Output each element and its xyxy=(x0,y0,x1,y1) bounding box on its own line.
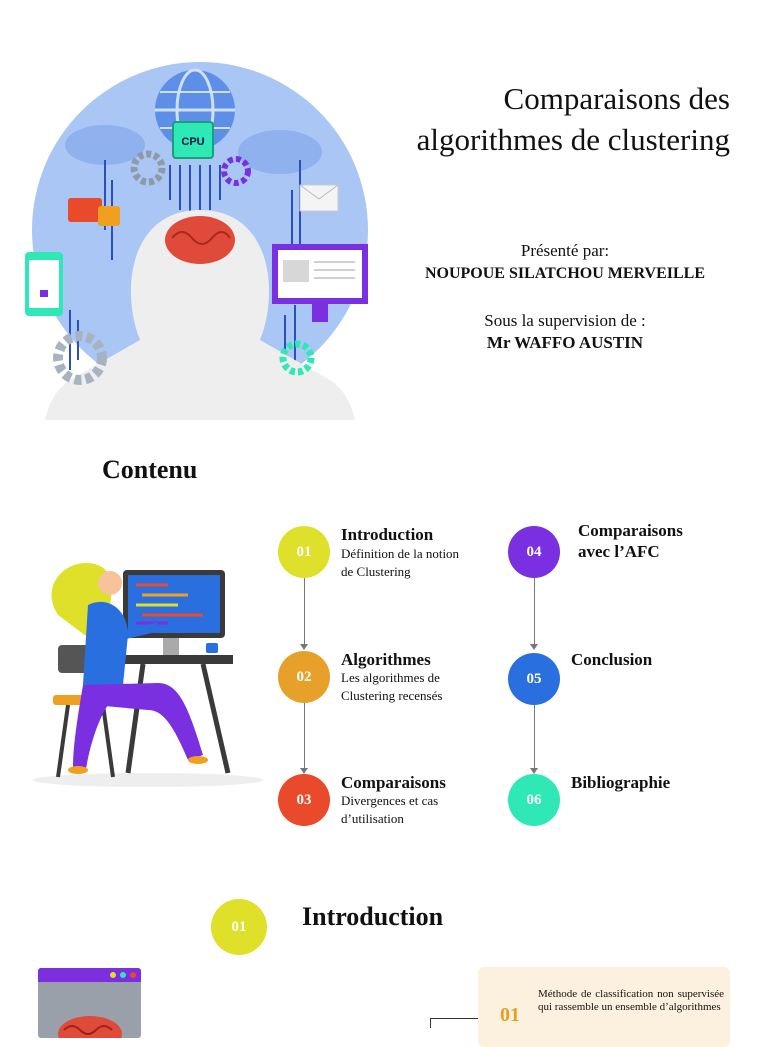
cpu-label: CPU xyxy=(181,136,204,148)
item-03-title: Comparaisons xyxy=(341,773,446,792)
note-text: Méthode de classification non supervisée… xyxy=(538,988,724,1013)
item-05-title: Conclusion xyxy=(571,650,653,669)
browser-window-illustration xyxy=(38,968,141,1038)
intro-title: Introduction xyxy=(302,902,444,931)
presenter-block: Présenté par: NOUPOUE SILATCHOU MERVEILL… xyxy=(380,240,750,285)
connector-04-05 xyxy=(534,578,535,645)
person-at-desk-illustration xyxy=(33,563,263,787)
window-titlebar xyxy=(38,968,141,982)
item-06-badge: 06 xyxy=(508,774,560,826)
item-06-title: Bibliographie xyxy=(571,773,671,792)
contents-title: Contenu xyxy=(102,455,198,484)
supervision-label: Sous la supervision de : xyxy=(484,311,646,330)
window-dot-icon xyxy=(130,972,136,978)
connector-01-02 xyxy=(304,578,305,645)
item-02-title: Algorithmes xyxy=(341,650,431,669)
supervisor-block: Sous la supervision de : Mr WAFFO AUSTIN xyxy=(380,310,750,354)
item-01-desc: Définition de la notion de Clustering xyxy=(341,546,460,579)
item-01-title: Introduction xyxy=(341,525,434,544)
item-02-desc: Les algorithmes de Clustering recensés xyxy=(341,670,443,703)
item-03-desc: Divergences et cas d’utilisation xyxy=(341,793,439,826)
note-number: 01 xyxy=(500,1004,520,1026)
intro-badge: 01 xyxy=(211,899,267,955)
connector-02-03 xyxy=(304,703,305,769)
arrow-05-06 xyxy=(530,768,538,774)
item-04-title: Comparaisons avec l’AFC xyxy=(578,521,683,561)
supervisor-name: Mr WAFFO AUSTIN xyxy=(486,333,644,352)
hero-illustration: CPU xyxy=(25,62,368,420)
presenter-name: NOUPOUE SILATCHOU MERVEILLE xyxy=(424,265,706,282)
presented-label: Présenté par: xyxy=(520,241,610,260)
window-dot-icon xyxy=(120,972,126,978)
presentation-title: Comparaisons des algorithmes de clusteri… xyxy=(416,81,730,157)
connector-05-06 xyxy=(534,705,535,769)
item-01-badge: 01 xyxy=(278,526,330,578)
item-04-badge: 04 xyxy=(508,526,560,578)
note-connector xyxy=(430,1018,480,1019)
arrow-01-02 xyxy=(300,644,308,650)
item-03-badge: 03 xyxy=(278,774,330,826)
arrow-02-03 xyxy=(300,768,308,774)
arrow-04-05 xyxy=(530,644,538,650)
note-connector-vertical xyxy=(430,1018,431,1028)
window-dot-icon xyxy=(110,972,116,978)
brain-icon xyxy=(58,1016,122,1038)
item-05-badge: 05 xyxy=(508,653,560,705)
item-02-badge: 02 xyxy=(278,651,330,703)
